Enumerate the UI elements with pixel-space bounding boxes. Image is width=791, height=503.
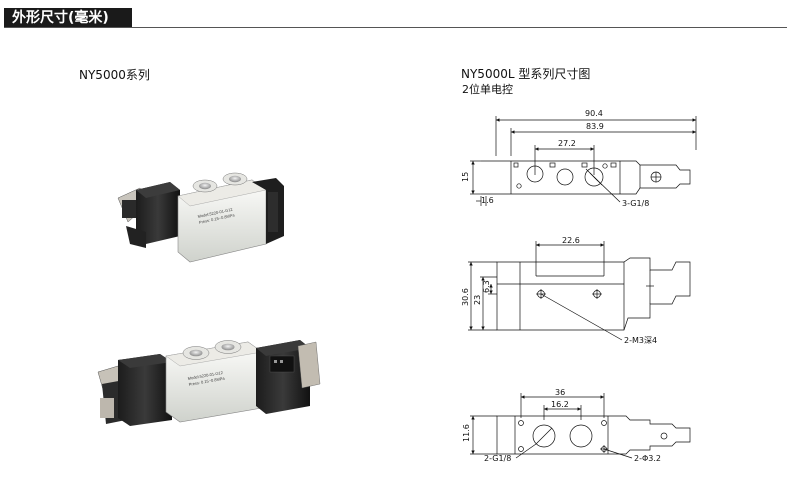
valve-photo-top: Model:5220-01-G12 Press: 0.15~0.8MPa (117, 172, 284, 263)
dim-bottom-width: 36 (555, 388, 565, 397)
dim-top-height: 15 (461, 172, 470, 182)
left-series-title: NY5000系列 (79, 68, 150, 82)
dim-bottom-port-callout: 2-G1/8 (484, 454, 511, 463)
dim-offset: 1.6 (481, 196, 494, 205)
dim-overall-length: 90.4 (585, 109, 603, 118)
diagram-title: NY5000L 型系列尺寸图 (461, 67, 591, 81)
top-view-drawing (470, 116, 697, 206)
dim-side-width: 22.6 (562, 236, 580, 245)
dim-bottom-pitch: 16.2 (551, 400, 569, 409)
valve-photo-bottom: Model:5220-01-G12 Press: 0.15~0.8MPa (97, 340, 321, 426)
section-title: 外形尺寸(毫米) (4, 8, 132, 28)
dim-side-small: 6.3 (482, 280, 491, 293)
dim-body-length: 83.9 (586, 122, 604, 131)
diagram-subtitle: 2位单电控 (462, 83, 513, 96)
dim-bottom-height: 11.6 (462, 424, 471, 442)
dim-port-pitch: 27.2 (558, 139, 576, 148)
dim-mount-callout: 2-M3深4 (624, 336, 657, 345)
dim-side-body-height: 23 (473, 295, 482, 305)
photo2-label-pressure: Press: 0.15~0.8MPa (188, 376, 225, 387)
photo2-label-model: Model:5220-01-G12 (187, 370, 224, 381)
section-divider (4, 27, 787, 28)
bottom-view-drawing (470, 393, 691, 459)
dim-port-callout: 3-G1/8 (622, 199, 649, 208)
side-view-drawing (468, 241, 691, 341)
dim-hole-callout: 2-Φ3.2 (634, 454, 661, 463)
dim-side-height: 30.6 (461, 288, 470, 306)
